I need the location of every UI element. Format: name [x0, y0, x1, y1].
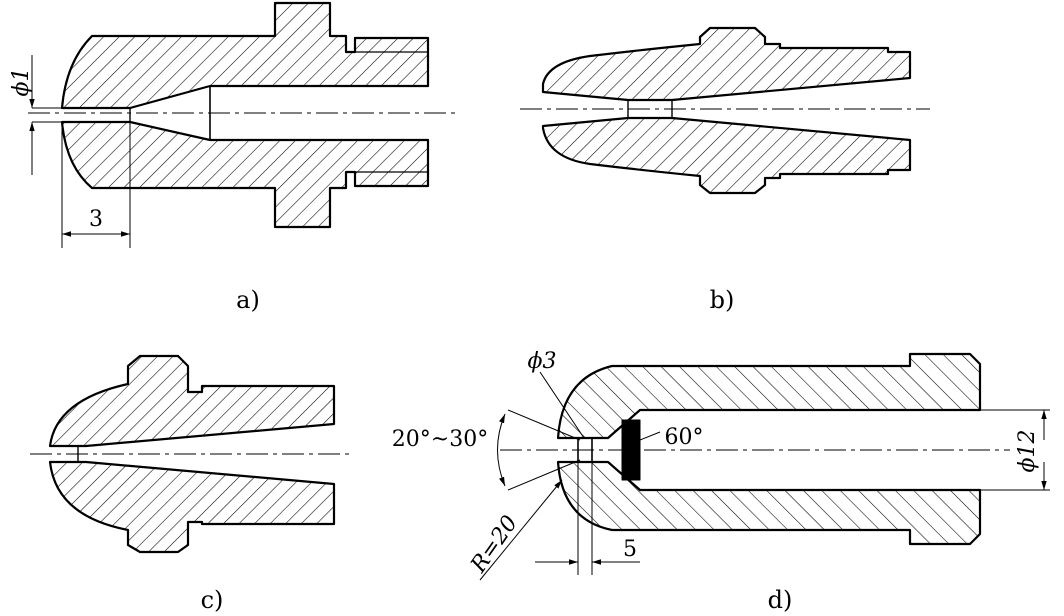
dim-cone-angle-d: 60°	[665, 425, 704, 450]
dim-radius-d: R=20	[466, 511, 523, 578]
figure-c-lower-section	[48, 460, 336, 554]
dim-angle-range-d: 20°~30°	[392, 427, 488, 452]
figure-a-upper-section	[60, 1, 430, 110]
dim-diameter-a: ϕ1	[9, 68, 34, 97]
figure-b-upper-section	[541, 26, 912, 102]
caption-c: c)	[201, 586, 224, 614]
figure-c-upper-section	[48, 354, 336, 448]
figure-d-lower-section	[556, 460, 982, 546]
dim-bore-d: ϕ12	[1015, 430, 1040, 473]
caption-d: d)	[768, 586, 793, 614]
dim-land-d: 5	[623, 537, 637, 562]
figure-a	[28, 1, 455, 248]
figure-c	[30, 354, 352, 554]
caption-b: b)	[710, 286, 735, 314]
figure-d	[479, 352, 1050, 581]
caption-a: a)	[236, 286, 260, 314]
figure-d-upper-section	[556, 352, 982, 440]
figure-a-lower-section	[60, 120, 430, 229]
figure-b	[520, 26, 930, 195]
dim-length-a: 3	[89, 207, 103, 232]
dim-orifice-d: ϕ3	[528, 349, 557, 374]
figure-b-lower-section	[541, 116, 912, 195]
